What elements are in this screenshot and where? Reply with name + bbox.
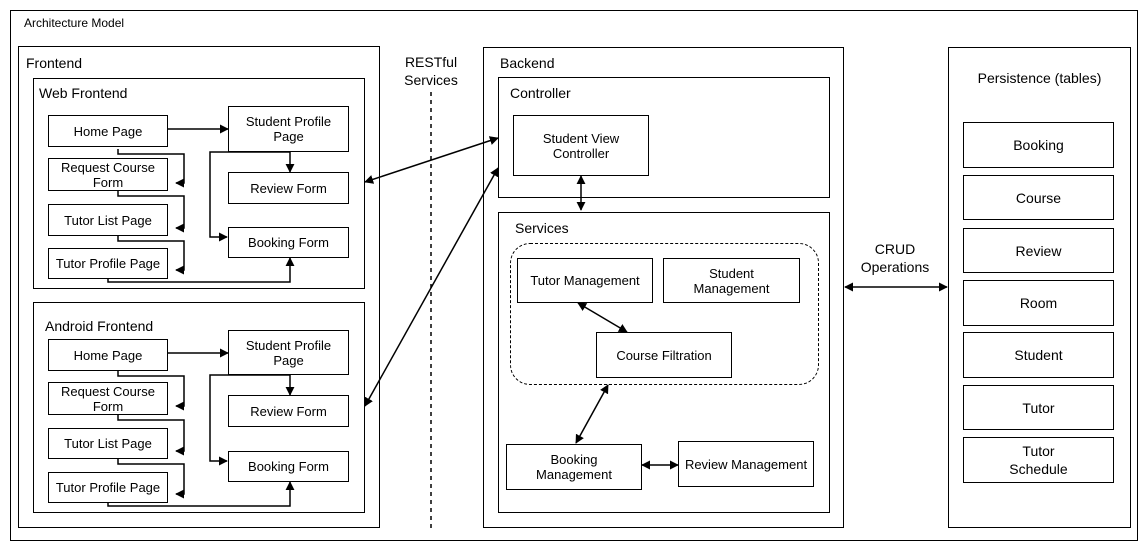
web-frontend-container [33,78,365,289]
table-review: Review [963,228,1114,273]
android-request-course-form: Request Course Form [48,382,168,415]
android-booking-form: Booking Form [228,451,349,482]
frontend-title: Frontend [26,55,83,71]
web-booking-form: Booking Form [228,227,349,258]
table-booking: Booking [963,122,1114,168]
frontend-container [18,46,380,528]
architecture-title: Architecture Model [24,16,125,30]
restful-services-label: RESTful Services [404,54,458,88]
student-view-controller: Student View Controller [513,115,649,176]
controller-title: Controller [510,85,571,101]
android-frontend-title: Android Frontend [45,318,154,334]
android-to-controller-arrow [364,167,499,407]
student-management: Student Management [663,258,800,303]
android-frontend-container [33,302,365,513]
android-tutor-list-page: Tutor List Page [48,428,168,459]
table-tutor: Tutor [963,385,1114,430]
crud-operations-label: CRUD Operations [860,241,930,275]
web-request-course-form: Request Course Form [48,158,168,191]
web-tutor-profile-page: Tutor Profile Page [48,248,168,279]
web-student-profile-page: Student Profile Page [228,106,349,152]
table-tutor-schedule: Tutor Schedule [963,437,1114,483]
android-review-form: Review Form [228,395,349,427]
web-review-form: Review Form [228,172,349,204]
table-student: Student [963,332,1114,378]
booking-management: Booking Management [506,444,642,490]
services-dashed-group [510,243,819,385]
architecture-frame [10,10,1138,541]
tutor-filtration-arrow [577,302,628,333]
web-tutor-list-page: Tutor List Page [48,204,168,236]
services-title: Services [515,220,569,236]
table-course: Course [963,175,1114,220]
web-frontend-title: Web Frontend [39,85,128,101]
backend-title: Backend [500,55,555,71]
android-home-page: Home Page [48,339,168,371]
filtration-booking-arrow [575,384,609,444]
persistence-container [948,47,1131,528]
table-room: Room [963,280,1114,326]
web-home-page: Home Page [48,115,168,147]
backend-container [483,47,844,528]
android-tutor-profile-page: Tutor Profile Page [48,472,168,503]
android-student-profile-page: Student Profile Page [228,330,349,375]
android-internal-arrows [107,348,295,507]
review-management: Review Management [678,441,814,487]
persistence-title: Persistence (tables) [977,70,1102,86]
web-internal-arrows [107,124,295,283]
tutor-management: Tutor Management [517,258,653,303]
controller-container [498,77,830,198]
services-container [498,212,830,513]
course-filtration: Course Filtration [596,332,732,378]
